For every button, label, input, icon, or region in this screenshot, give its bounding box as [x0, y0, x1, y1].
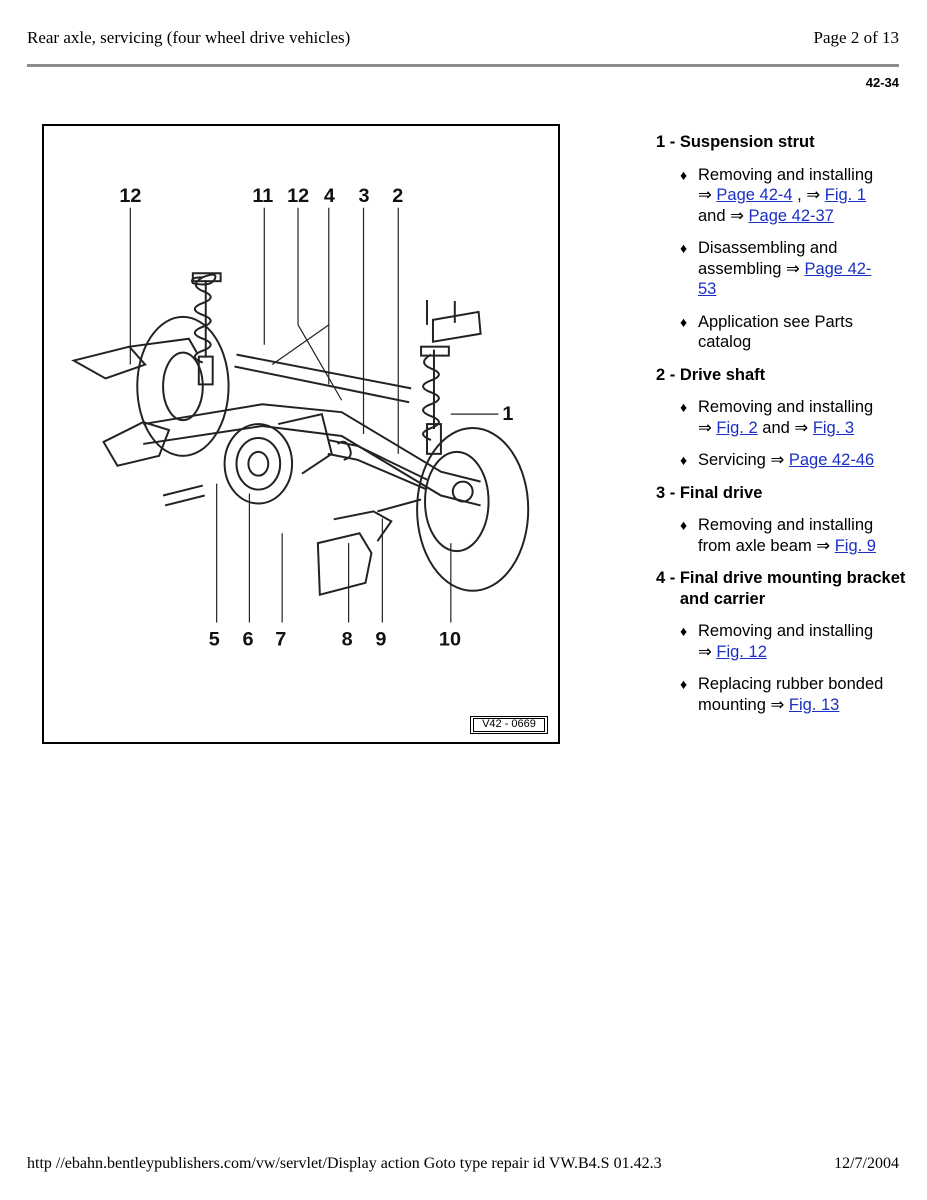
bullet-text: Replacing rubber bonded mounting ⇒ [698, 675, 884, 714]
legend-bullet: Removing and installing ⇒ Fig. 2 and ⇒ F… [656, 397, 886, 438]
reference-link[interactable]: Fig. 3 [812, 418, 855, 437]
legend-bullet: Application see Parts catalog [656, 312, 886, 353]
legend-bullet: Removing and installing ⇒ Fig. 12 [656, 621, 886, 662]
reference-link[interactable]: Page 42-53 [698, 259, 872, 299]
reference-link[interactable]: Page 42-46 [788, 451, 875, 469]
callout-2: 2 [392, 185, 403, 207]
legend-bullet: Replacing rubber bonded mounting ⇒ Fig. … [656, 674, 886, 715]
header-divider [27, 64, 899, 67]
legend-entry-label: Drive shaft [679, 365, 766, 384]
reference-link[interactable]: Page 42-4 [716, 186, 793, 204]
callout-4: 4 [324, 185, 335, 207]
callout-8: 8 [342, 628, 353, 650]
reference-link[interactable]: Fig. 2 [716, 418, 758, 437]
page-counter: Page 2 of 13 [813, 28, 899, 47]
legend-entry: 1 - Suspension strutRemoving and install… [656, 132, 906, 353]
callout-11: 11 [252, 185, 273, 207]
legend-bullet: Removing and installing from axle beam ⇒… [656, 515, 886, 556]
callout-10: 10 [439, 628, 461, 650]
reference-link[interactable]: Fig. 13 [788, 695, 840, 714]
callout-12: 12 [287, 185, 309, 207]
page-code: 42-34 [865, 75, 899, 90]
reference-link[interactable]: Page 42-37 [748, 206, 834, 225]
legend-bullet: Removing and installing ⇒ Page 42-4 , ⇒ … [656, 165, 886, 227]
legend-entry: 3 - Final driveRemoving and installing f… [656, 483, 906, 557]
callout-3: 3 [359, 185, 370, 207]
legend-entry-label: Final drive mounting bracket and carrier [679, 569, 906, 608]
figure-code-box: V42 - 0669 [470, 716, 548, 734]
footer: http //ebahn.bentleypublishers.com/vw/se… [27, 1155, 899, 1173]
footer-url: http //ebahn.bentleypublishers.com/vw/se… [27, 1155, 662, 1172]
callout-1: 1 [502, 403, 513, 425]
bullet-text: and ⇒ [698, 206, 749, 225]
rear-axle-diagram: 12 11 12 4 3 2 1 5 6 7 8 9 10 V42 - 0669 [42, 124, 560, 744]
bullet-text: Removing and installing from axle beam ⇒ [698, 516, 874, 555]
document-title: Rear axle, servicing (four wheel drive v… [27, 28, 351, 47]
reference-link[interactable]: Fig. 1 [824, 186, 867, 204]
bullet-text: Servicing ⇒ [698, 451, 789, 469]
callout-7: 7 [275, 628, 286, 650]
legend-entry: 4 - Final drive mounting bracket and car… [656, 568, 906, 715]
callout-5: 5 [209, 628, 220, 650]
reference-link[interactable]: Fig. 12 [716, 642, 767, 661]
parts-legend: 1 - Suspension strutRemoving and install… [656, 132, 906, 727]
reference-link[interactable]: Fig. 9 [834, 536, 876, 555]
callout-9: 9 [375, 628, 386, 650]
legend-entry: 2 - Drive shaftRemoving and installing ⇒… [656, 365, 906, 471]
legend-entry-title: 3 - Final drive [656, 483, 906, 504]
callout-12-left: 12 [119, 185, 141, 207]
legend-entry-number: 3 - [656, 483, 680, 502]
callout-6: 6 [242, 628, 253, 650]
legend-entry-title: 2 - Drive shaft [656, 365, 906, 386]
legend-bullet: Servicing ⇒ Page 42-46 [656, 450, 886, 471]
figure-code: V42 - 0669 [473, 718, 545, 732]
bullet-text: , ⇒ [792, 186, 825, 204]
legend-entry-number: 1 - [656, 133, 680, 151]
bullet-text: Disassembling and assembling ⇒ [698, 239, 838, 278]
legend-entry-label: Suspension strut [679, 133, 815, 151]
bullet-text: and ⇒ [757, 418, 813, 437]
legend-entry-number: 2 - [656, 365, 680, 384]
rear-axle-illustration: 12 11 12 4 3 2 1 5 6 7 8 9 10 [71, 185, 530, 650]
footer-date: 12/7/2004 [834, 1155, 899, 1172]
bullet-text: Removing and installing ⇒ [698, 165, 874, 205]
legend-entry-label: Final drive [679, 483, 763, 502]
legend-bullet: Disassembling and assembling ⇒ Page 42-5… [656, 238, 886, 300]
bullet-text: Removing and installing ⇒ [698, 622, 874, 661]
legend-entry-title: 1 - Suspension strut [656, 132, 906, 153]
bullet-text: Application see Parts catalog [698, 312, 854, 352]
legend-entry-title: 4 - Final drive mounting bracket and car… [656, 568, 906, 609]
bullet-text: Removing and installing ⇒ [698, 398, 874, 437]
legend-entry-number: 4 - [656, 569, 680, 587]
